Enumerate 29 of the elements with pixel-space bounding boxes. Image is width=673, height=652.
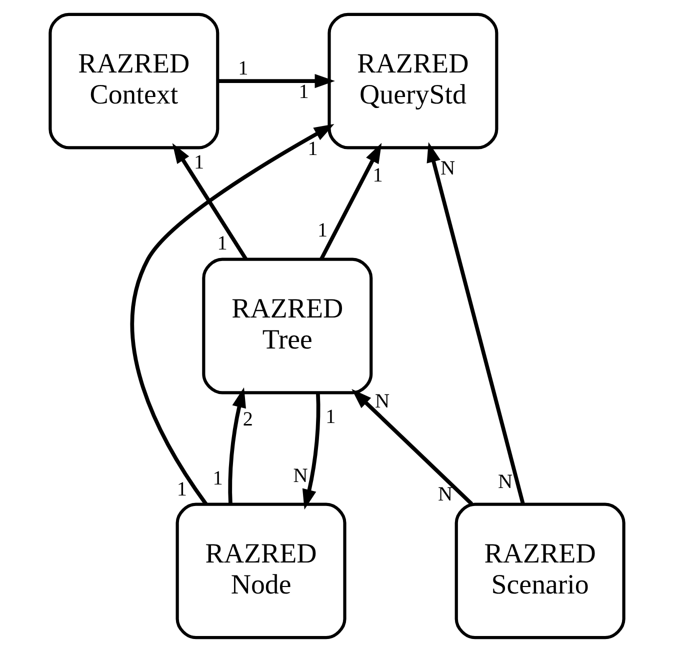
arrow <box>130 124 334 506</box>
arrow <box>228 387 246 504</box>
label: 1 <box>307 138 318 160</box>
label: N <box>497 471 512 494</box>
node-box: RAZRED QueryStd <box>327 12 498 150</box>
label: 1 <box>317 219 328 242</box>
arrow <box>319 142 382 260</box>
label: 1 <box>216 232 227 254</box>
label: 1 <box>372 164 382 186</box>
label: 1 <box>193 151 204 174</box>
label: 1 <box>176 478 186 501</box>
node-box: RAZRED Scenario <box>454 502 625 640</box>
label: 1 <box>298 81 308 104</box>
label: 2 <box>242 408 252 431</box>
label: N <box>437 483 452 506</box>
arrow <box>351 389 473 506</box>
arrow <box>302 392 320 510</box>
label: N <box>374 390 390 412</box>
arrow <box>426 142 524 505</box>
label: N <box>292 464 308 487</box>
node-box: RAZRED Tree <box>202 258 372 394</box>
label: 1 <box>238 58 248 80</box>
arrow <box>172 143 247 260</box>
node-box: RAZRED Context <box>48 12 219 150</box>
label: 1 <box>212 467 222 490</box>
label: 1 <box>325 406 336 428</box>
node-box: RAZRED Node <box>175 502 346 640</box>
arrow <box>217 74 334 88</box>
label: N <box>440 158 455 180</box>
